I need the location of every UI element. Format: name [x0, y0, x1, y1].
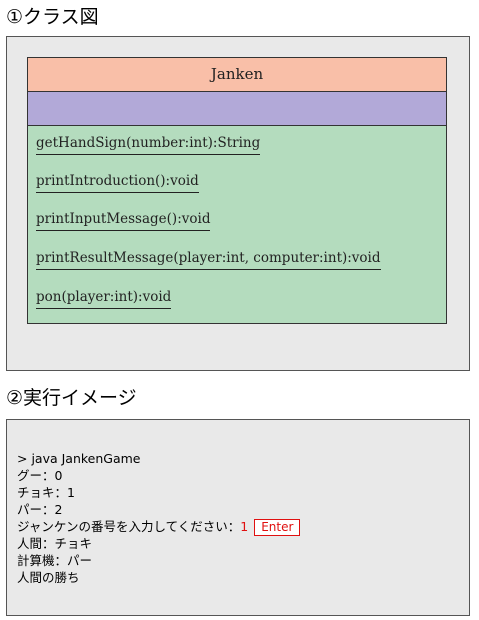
console-result-line: 人間：チョキ: [17, 536, 93, 551]
execution-console-panel: > java JankenGame グー：0 チョキ：1 パー：2 ジャンケンの…: [6, 419, 470, 616]
console-prompt-line: ジャンケンの番号を入力してください：1 Enter: [17, 518, 301, 536]
console-command: > java JankenGame: [17, 451, 141, 466]
uml-operation: printInputMessage():void: [36, 210, 211, 231]
console-result-line: 人間の勝ち: [17, 570, 80, 585]
uml-attributes-section: [28, 92, 446, 126]
console-prompt: ジャンケンの番号を入力してください：: [17, 519, 241, 534]
console-input-value: 1: [240, 519, 249, 534]
uml-operation: printIntroduction():void: [36, 172, 199, 193]
uml-class-box: Janken getHandSign(number:int):String pr…: [27, 57, 447, 324]
console-output: > java JankenGame グー：0 チョキ：1 パー：2 ジャンケンの…: [17, 450, 301, 586]
uml-class-name: Janken: [28, 58, 446, 92]
console-line: チョキ：1: [17, 485, 75, 500]
uml-operation: pon(player:int):void: [36, 288, 172, 309]
console-line: グー：0: [17, 468, 63, 483]
class-diagram-heading: ①クラス図: [6, 6, 99, 28]
uml-operation: printResultMessage(player:int, computer:…: [36, 249, 381, 270]
class-diagram-panel: Janken getHandSign(number:int):String pr…: [6, 36, 470, 371]
execution-heading: ②実行イメージ: [6, 387, 137, 409]
enter-key-label: Enter: [254, 519, 301, 536]
console-result-line: 計算機：パー: [17, 553, 93, 568]
uml-operation: getHandSign(number:int):String: [36, 134, 261, 155]
console-line: パー：2: [17, 502, 63, 517]
